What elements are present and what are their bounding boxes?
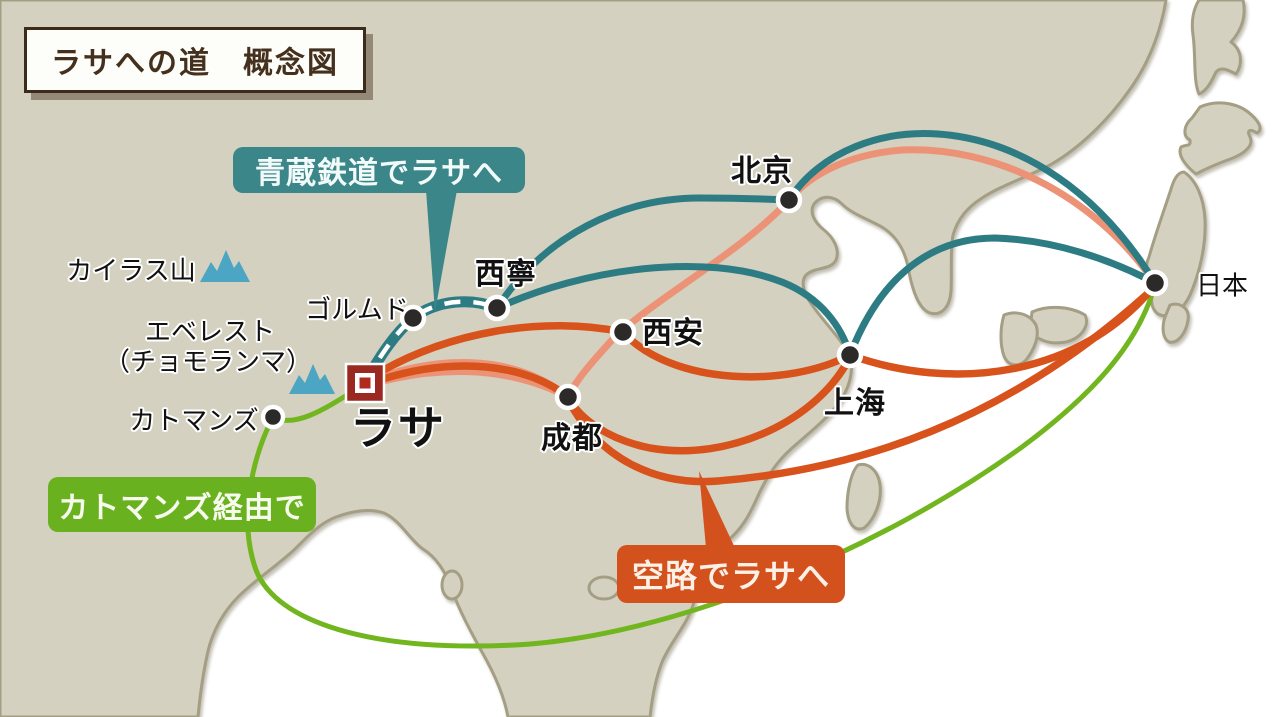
mountain-label-everest-line2: （チョモランマ） — [103, 347, 313, 378]
orange-routes — [361, 281, 1159, 486]
kathmandu-route-callout: カトマンズ経由で — [48, 477, 316, 532]
island-boso — [1161, 302, 1190, 344]
mountain-label-everest-line1: エベレスト — [144, 317, 276, 348]
teal-routes — [493, 130, 1159, 359]
island-hainan — [587, 575, 621, 601]
city-dot-shanghai — [836, 341, 864, 369]
city-dot-beijing — [775, 186, 803, 214]
railway-callout-tail — [426, 190, 457, 312]
island-sakhalin — [1190, 0, 1246, 96]
city-dot-kathmandu — [260, 404, 286, 430]
city-label-kathmandu: カトマンズ — [129, 406, 259, 437]
island-hokkaido — [1178, 101, 1262, 176]
route-beijing-chengdu-salmon — [564, 196, 793, 401]
railway-route-callout: 青蔵鉄道でラサへ — [233, 147, 525, 193]
city-label-xian: 西安 — [642, 316, 704, 351]
city-dot-chengdu — [554, 383, 582, 411]
city-dot-golmud — [399, 304, 427, 332]
page-title: ラサへの道 概念図 — [24, 27, 366, 93]
city-dot-xining — [483, 294, 511, 322]
city-label-lhasa: ラサ — [350, 401, 446, 455]
route-shanghai-japan-teal — [846, 234, 1159, 359]
lhasa-marker — [344, 362, 386, 404]
city-label-japan: 日本 — [1195, 271, 1249, 302]
island-taiwan — [845, 462, 882, 531]
route-japan-beijing-salmon — [785, 146, 1159, 287]
air-route-callout: 空路でラサへ — [617, 545, 845, 603]
route-xian-shanghai — [619, 328, 854, 381]
city-label-beijing: 北京 — [731, 154, 793, 189]
route-lhasa-xian — [361, 322, 627, 385]
kailash-mountain-icon — [200, 250, 250, 282]
route-xining-shanghai — [493, 263, 854, 359]
city-label-chengdu: 成都 — [541, 421, 603, 456]
city-label-shanghai: 上海 — [824, 386, 886, 421]
city-label-xining: 西寧 — [475, 257, 537, 292]
route-kathmandu-japan — [245, 282, 1158, 649]
mountain-icons — [200, 250, 335, 394]
island-small — [440, 569, 464, 601]
island-shikoku — [1028, 306, 1088, 345]
route-xining-beijing — [493, 194, 793, 312]
route-beijing-japan-teal — [785, 130, 1159, 287]
route-shanghai-chengdu — [564, 353, 854, 455]
city-dot-japan — [1141, 269, 1169, 297]
route-chengdu-japan-south — [564, 283, 1159, 486]
everest-mountain-icon — [289, 364, 335, 394]
mountain-label-kailash: カイラス山 — [66, 256, 196, 287]
city-dot-xian — [609, 318, 637, 346]
route-lhasa-chengdu-orange — [361, 362, 572, 401]
island-kyushu — [999, 311, 1039, 367]
city-dots — [260, 186, 1169, 430]
city-label-golmud: ゴルムド — [305, 295, 409, 326]
air-callout-tail — [699, 471, 735, 548]
